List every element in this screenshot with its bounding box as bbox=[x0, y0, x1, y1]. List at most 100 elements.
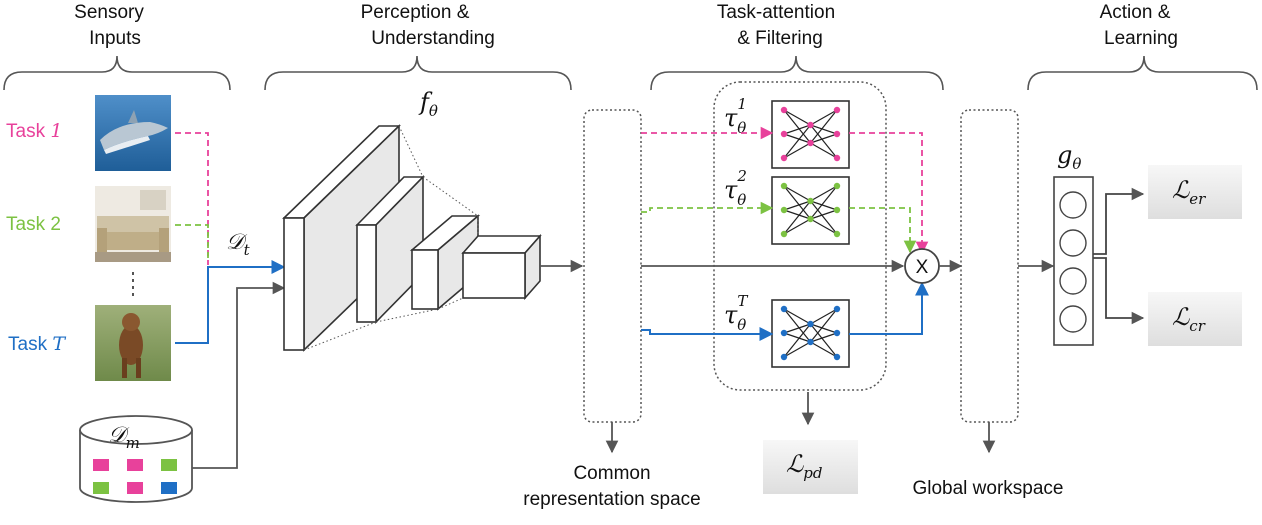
brace-sensory bbox=[3, 55, 231, 91]
module-edge bbox=[783, 109, 811, 126]
tau-t-label: τθT bbox=[724, 292, 748, 334]
module-node bbox=[833, 305, 841, 313]
module-node bbox=[833, 230, 841, 238]
global-workspace bbox=[960, 109, 1019, 423]
module-edge bbox=[810, 323, 838, 358]
module-node bbox=[807, 139, 814, 147]
module-node bbox=[780, 353, 788, 361]
module-edge bbox=[810, 124, 838, 159]
heading-line: Learning bbox=[1104, 28, 1178, 49]
module-edge bbox=[810, 142, 838, 159]
dt-label: 𝒟t bbox=[226, 230, 251, 259]
loss-er-box bbox=[1148, 165, 1242, 219]
module-node bbox=[807, 320, 814, 328]
heading-line: Sensory bbox=[74, 2, 144, 23]
g-theta-label: gθ bbox=[1057, 141, 1081, 173]
module-edge bbox=[783, 200, 811, 235]
buffer-sample bbox=[161, 482, 177, 494]
multiply-symbol: X bbox=[916, 257, 929, 278]
module-edge bbox=[783, 308, 811, 325]
brace-task-attention bbox=[650, 55, 944, 91]
module-node bbox=[833, 106, 841, 114]
module-edge bbox=[810, 200, 838, 211]
module-edge bbox=[783, 341, 811, 358]
common-representation-space bbox=[583, 109, 642, 423]
dt-stream-arrow bbox=[175, 260, 286, 344]
buffer-sample bbox=[93, 482, 109, 494]
buffer-sample bbox=[127, 482, 143, 494]
tau-1-label: τθ1 bbox=[724, 95, 747, 137]
module-edge bbox=[783, 142, 811, 159]
module-edge bbox=[810, 341, 838, 358]
module-node bbox=[780, 305, 788, 313]
module-node bbox=[780, 106, 788, 114]
module-edge bbox=[783, 185, 811, 202]
f-theta-label: fθ bbox=[418, 88, 438, 120]
common-label-line: Common bbox=[573, 463, 650, 484]
module-edge bbox=[810, 218, 838, 235]
loss-cr-label: ℒcr bbox=[1172, 303, 1206, 335]
loss-er-label: ℒer bbox=[1172, 176, 1206, 208]
module-node bbox=[780, 154, 788, 162]
buffer-sample bbox=[161, 459, 177, 471]
module2-to-mult-arrow bbox=[849, 207, 917, 254]
task-attention-container bbox=[713, 81, 887, 391]
module-node bbox=[807, 197, 814, 205]
module-edge bbox=[783, 332, 811, 343]
module-edge bbox=[783, 133, 811, 144]
module-edge bbox=[810, 185, 838, 202]
module-node bbox=[833, 154, 841, 162]
heading-task-attention: Task-attention & Filtering bbox=[717, 2, 835, 49]
taskT-to-module-arrow bbox=[641, 327, 774, 341]
module-edge bbox=[783, 200, 811, 211]
module-node bbox=[833, 353, 841, 361]
dog-image bbox=[95, 305, 171, 381]
module-edge bbox=[783, 218, 811, 235]
module-edge bbox=[810, 109, 838, 144]
buffer-sample bbox=[93, 459, 109, 471]
heading-line: & Filtering bbox=[737, 28, 823, 49]
heading-line: Inputs bbox=[89, 28, 141, 49]
encoder-connectors bbox=[303, 125, 479, 351]
heading-action-learning: Action & Learning bbox=[1100, 2, 1178, 49]
task-2-label: Task 2 bbox=[6, 214, 61, 235]
module-node bbox=[807, 121, 814, 129]
module-edge bbox=[810, 332, 838, 343]
module-node bbox=[833, 206, 841, 214]
loss-cr-box bbox=[1148, 292, 1242, 346]
module-edge bbox=[810, 323, 838, 334]
heading-line: Perception & bbox=[361, 2, 470, 23]
braces bbox=[3, 55, 1258, 91]
g-theta-network bbox=[1053, 176, 1094, 346]
dm-label: 𝒟m bbox=[108, 423, 140, 452]
task-1-label: Task 1 bbox=[6, 120, 62, 142]
module-node bbox=[780, 182, 788, 190]
g-to-er-arrow bbox=[1093, 187, 1145, 255]
brace-perception bbox=[264, 55, 572, 91]
module-edge bbox=[810, 209, 838, 220]
shark-image bbox=[95, 95, 171, 171]
heading-line: Task-attention bbox=[717, 2, 835, 23]
heading-line: Action & bbox=[1100, 2, 1171, 23]
module-edge bbox=[810, 124, 838, 135]
task2-input-path bbox=[175, 224, 209, 262]
module-edge bbox=[810, 200, 838, 235]
module-node bbox=[833, 130, 841, 138]
global-workspace-label: Global workspace bbox=[912, 478, 1063, 499]
module-node bbox=[780, 206, 788, 214]
module-node bbox=[780, 230, 788, 238]
common-label-line: representation space bbox=[523, 489, 700, 510]
module-edge bbox=[783, 124, 811, 135]
module-edge bbox=[783, 124, 811, 159]
g-to-cr-arrow bbox=[1093, 257, 1145, 325]
module-edge bbox=[783, 209, 811, 220]
heading-sensory-inputs: Sensory Inputs bbox=[74, 2, 144, 49]
task-t-label: Task T bbox=[8, 333, 66, 355]
moduleT-to-mult-arrow bbox=[849, 281, 929, 335]
module-edge bbox=[783, 323, 811, 358]
sofa-image bbox=[95, 186, 171, 262]
module-node bbox=[780, 130, 788, 138]
task-1-attention-module bbox=[771, 100, 850, 169]
